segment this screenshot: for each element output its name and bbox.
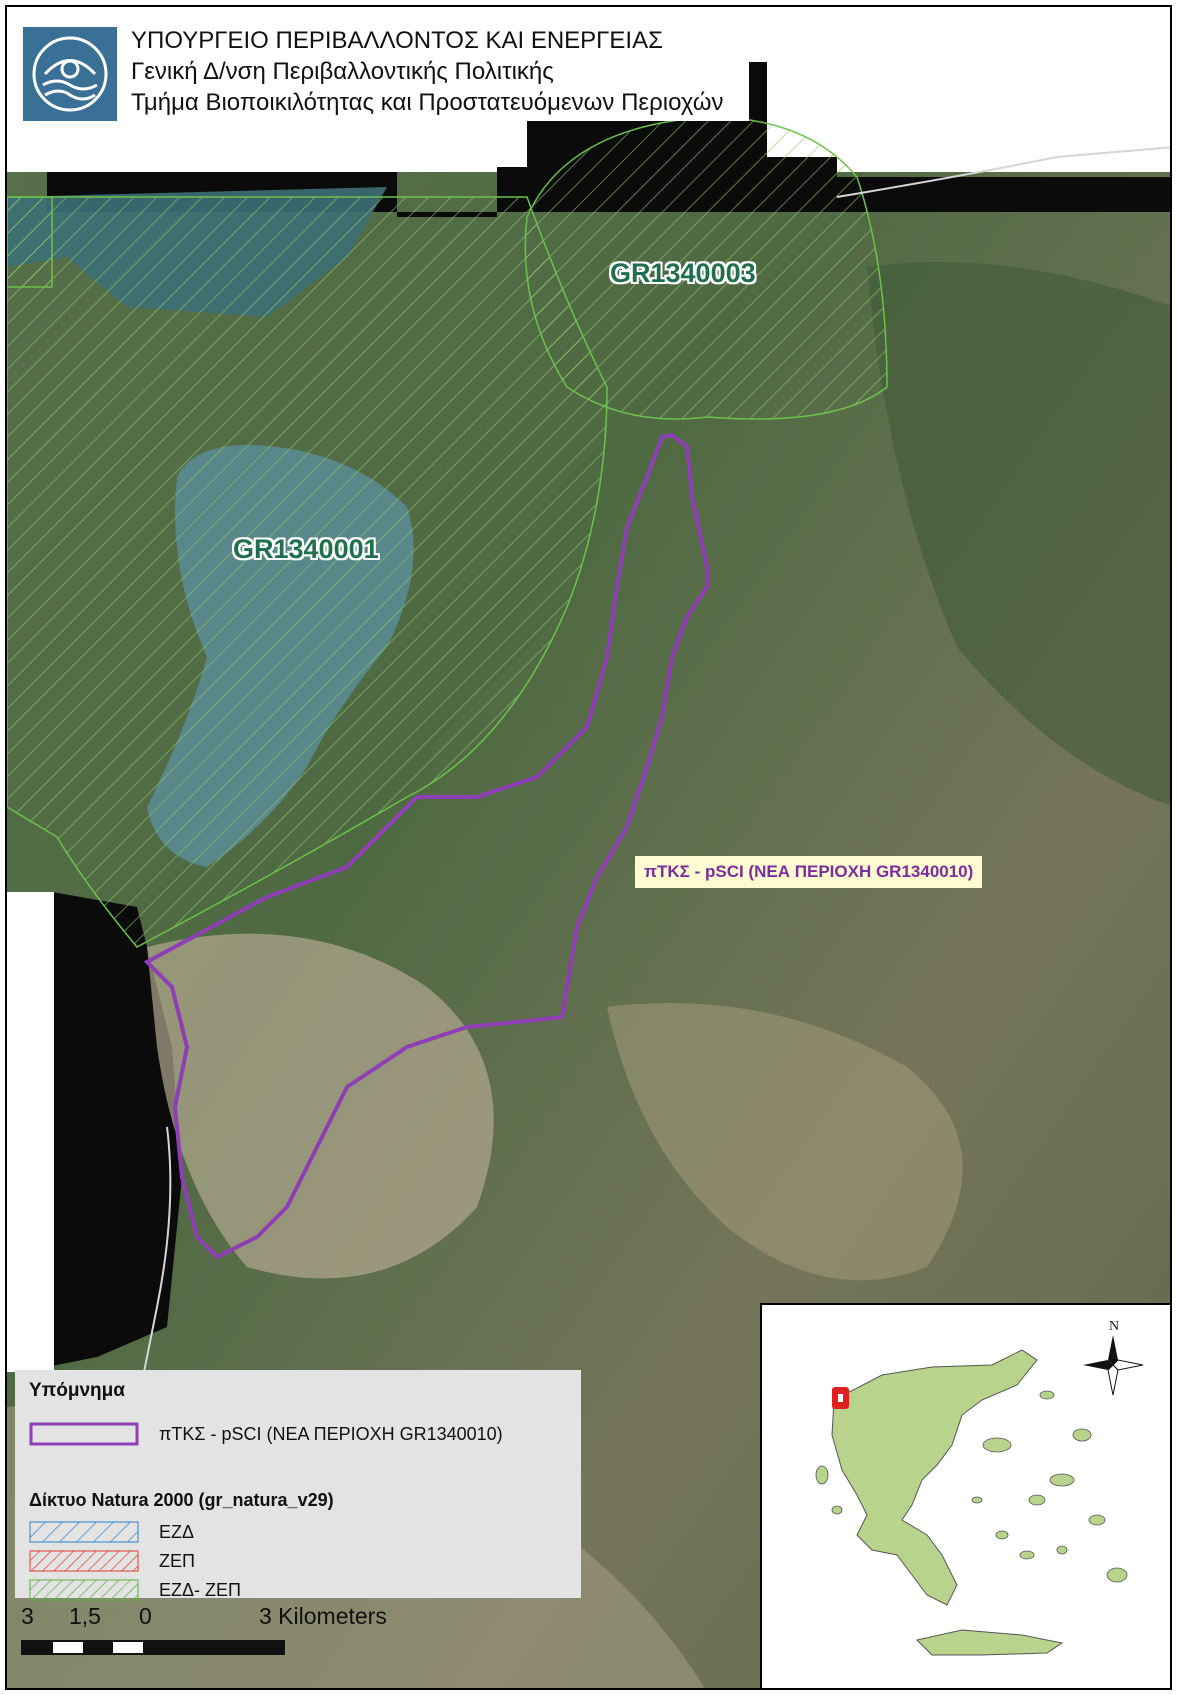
legend-title: Υπόμνημα <box>29 1380 125 1401</box>
legend-panel: Υπόμνημα πΤΚΣ - pSCI (ΝΕΑ ΠΕΡΙΟΧΗ GR1340… <box>15 1370 581 1601</box>
satellite-map[interactable] <box>7 7 1172 1690</box>
legend-zep-label: ΖΕΠ <box>159 1550 195 1571</box>
scale-label-0: 0 <box>139 1603 152 1629</box>
site-label-gr1340003[interactable]: GR1340003 <box>610 258 756 288</box>
psci-boundary[interactable] <box>143 432 709 1260</box>
inset-greece-mainland <box>831 1349 1038 1606</box>
ministry-header: ΥΠΟΥΡΓΕΙΟ ΠΕΡΙΒΑΛΛΟΝΤΟΣ ΚΑΙ ΕΝΕΡΓΕΙΑΣ Γε… <box>19 23 749 121</box>
legend-ezd-swatch <box>29 1521 139 1543</box>
inset-map-greece[interactable]: N <box>760 1303 1170 1688</box>
scale-bar <box>21 1640 285 1655</box>
scale-label-1-5: 1,5 <box>69 1603 101 1629</box>
scale-label-kilometers: 3 Kilometers <box>259 1603 387 1629</box>
ministry-logo-icon <box>23 27 117 121</box>
legend-psci-label: πΤΚΣ - pSCI (ΝΕΑ ΠΕΡΙΟΧΗ GR1340010) <box>159 1423 503 1444</box>
natura-area-gr1340001[interactable] <box>7 196 608 948</box>
legend-item-zep: ΖΕΠ <box>29 1550 195 1572</box>
legend-item-ezd-zep: ΕΖΔ- ΖΕΠ <box>29 1579 241 1601</box>
legend-ezd-label: ΕΖΔ <box>159 1521 195 1542</box>
legend-ezd-zep-label: ΕΖΔ- ΖΕΠ <box>159 1579 242 1600</box>
terrain-light-2 <box>607 1003 963 1281</box>
no-data-black-left <box>47 892 182 1367</box>
north-label: N <box>1109 1319 1120 1334</box>
legend-group-title: Δίκτυο Natura 2000 (gr_natura_v29) <box>29 1490 334 1510</box>
header-line-3: Τμήμα Βιοποικιλότητας και Προστατευόμενω… <box>131 89 724 116</box>
legend-psci-swatch <box>29 1422 139 1446</box>
legend-item-psci: πΤΚΣ - pSCI (ΝΕΑ ΠΕΡΙΟΧΗ GR1340010) <box>29 1422 503 1446</box>
north-arrow-icon <box>1083 1335 1144 1396</box>
legend-zep-swatch <box>29 1550 139 1572</box>
map-frame: ΥΠΟΥΡΓΕΙΟ ΠΕΡΙΒΑΛΛΟΝΤΟΣ ΚΑΙ ΕΝΕΡΓΕΙΑΣ Γε… <box>5 5 1172 1690</box>
scale-label-3: 3 <box>21 1603 34 1629</box>
no-data-white-left <box>7 892 54 1372</box>
terrain-dark-east <box>867 262 1170 806</box>
natura-area-northwest[interactable] <box>7 196 53 288</box>
legend-item-ezd: ΕΖΔ <box>29 1521 194 1543</box>
header-line-2: Γενική Δ/νση Περιβαλλοντικής Πολιτικής <box>131 58 554 85</box>
legend-ezd-zep-swatch <box>29 1579 139 1601</box>
terrain-light-1 <box>147 933 494 1279</box>
inset-islands <box>815 1390 1128 1583</box>
header-line-1: ΥΠΟΥΡΓΕΙΟ ΠΕΡΙΒΑΛΛΟΝΤΟΣ ΚΑΙ ΕΝΕΡΓΕΙΑΣ <box>131 27 663 54</box>
inset-crete <box>916 1629 1064 1656</box>
psci-label[interactable]: πΤΚΣ - pSCI (ΝΕΑ ΠΕΡΙΟΧΗ GR1340010) <box>635 856 983 888</box>
site-label-gr1340001[interactable]: GR1340001 <box>233 534 379 564</box>
